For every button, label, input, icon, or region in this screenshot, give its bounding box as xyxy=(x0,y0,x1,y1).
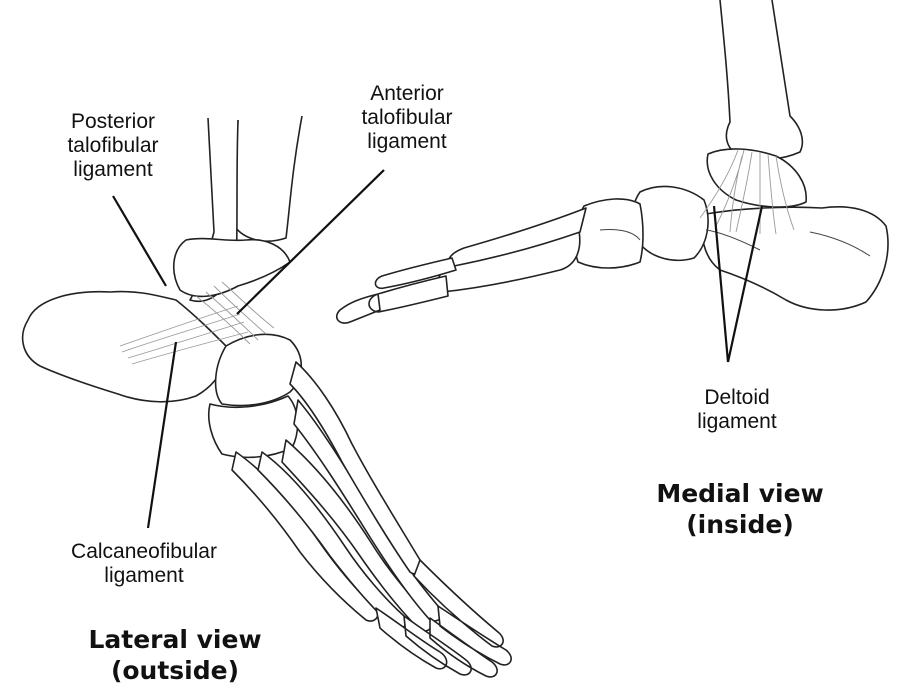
lateral-foot-drawing xyxy=(23,116,511,677)
medial-tibia xyxy=(720,0,802,159)
posterior-talofibular-label: Posterior talofibular ligament xyxy=(28,110,198,182)
medial-foot-drawing xyxy=(337,0,888,323)
lateral-tibia xyxy=(232,116,302,241)
posterior-talofibular-leader xyxy=(113,196,166,286)
lateral-view-caption: Lateral view (outside) xyxy=(50,624,300,686)
medial-navicular xyxy=(633,186,709,260)
lateral-midfoot xyxy=(216,334,302,405)
lateral-talus xyxy=(174,239,290,297)
medial-talus xyxy=(707,149,806,207)
calcaneofibular-label: Calcaneofibular ligament xyxy=(44,540,244,588)
medial-view-caption: Medial view (inside) xyxy=(620,478,860,540)
lateral-calcaneus xyxy=(23,292,227,402)
medial-calcaneus xyxy=(702,207,887,310)
medial-phalanges xyxy=(337,258,456,323)
deltoid-label: Deltoid ligament xyxy=(672,386,802,434)
anterior-talofibular-label: Anterior talofibular ligament xyxy=(322,82,492,154)
